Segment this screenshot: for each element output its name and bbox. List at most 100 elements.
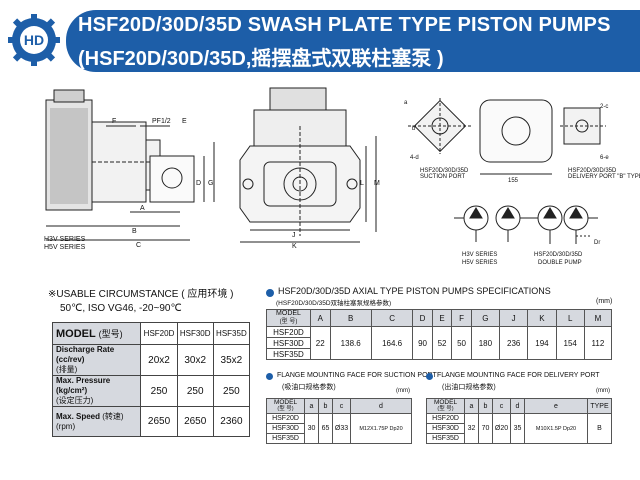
dim-label-c: C xyxy=(136,242,142,249)
usage-line1: ※USABLE CIRCUMSTANCE ( 应用环境 ) xyxy=(48,289,234,300)
delivery-unit: (mm) xyxy=(596,388,610,394)
delivery-model-hsf20d: HSF20D xyxy=(426,413,465,424)
title-band xyxy=(66,10,640,72)
suction-model-hsf30d: HSF30D xyxy=(266,423,305,434)
flange-label-a: a xyxy=(404,100,408,106)
suction-val-c: Ø33 xyxy=(332,413,351,444)
suction-val-b: 65 xyxy=(318,413,333,444)
dim-label-g: G xyxy=(208,180,214,187)
company-logo-icon: HD xyxy=(8,14,60,66)
delivery-bullet-icon xyxy=(426,373,433,380)
suction-title-cn: (吸油口规格参数) xyxy=(282,384,336,391)
spec-col-j: J xyxy=(499,309,529,327)
spec-col-m: M xyxy=(583,309,613,327)
suction-col-b: b xyxy=(318,398,333,414)
model-table-head: MODEL (型号) xyxy=(51,322,142,345)
flange-label-b: b xyxy=(412,126,416,132)
delivery-val-c: Ø20 xyxy=(492,413,511,444)
dim-label-l: L xyxy=(360,180,364,187)
delivery-title: FLANGE MOUNTING FACE FOR DELIVERY PORT xyxy=(437,372,600,379)
delivery-val-b: 70 xyxy=(478,413,493,444)
spec-val-j: 236 xyxy=(499,326,529,360)
spec-val-d: 90 xyxy=(412,326,433,360)
spec-col-k: K xyxy=(527,309,557,327)
suction-col-d: d xyxy=(350,398,412,414)
spec-val-g: 180 xyxy=(470,326,501,360)
dim-label-j: J xyxy=(292,232,296,239)
discharge-hsf35d: 35x2 xyxy=(212,344,251,376)
usage-line2: 50℃, ISO VG46, -20~90℃ xyxy=(60,303,182,314)
delivery-col-b: b xyxy=(478,398,493,414)
spec-val-m: 112 xyxy=(583,326,613,360)
spec-subtitle: (HSF20D/30D/35D双轴柱塞泵规格参数) xyxy=(276,300,392,307)
circuit-model-label: HSF20D/30D/35D xyxy=(534,252,583,258)
speed-hsf35d: 2360 xyxy=(212,406,251,437)
delivery-port-label: HSF20D/30D/35D DELIVERY PORT "B" TYPE xyxy=(568,168,640,180)
delivery-flange-table: MODEL(型 号) a b c d e TYPE HSF20D 32 70 Ø… xyxy=(426,398,612,444)
spec-col-f: F xyxy=(451,309,472,327)
circuit-h5v-label: H5V SERIES xyxy=(462,260,498,266)
suction-model-head: MODEL(型 号) xyxy=(266,398,305,414)
dim-label-k: K xyxy=(292,243,297,250)
delivery-model-head: MODEL(型 号) xyxy=(426,398,465,414)
delivery-col-c: c xyxy=(492,398,511,414)
logo-text: HD xyxy=(24,32,44,48)
spec-col-b: B xyxy=(329,309,372,327)
dim-label-f: F xyxy=(112,118,117,125)
suction-val-d: M12X1.75P Dp20 xyxy=(350,413,412,444)
speed-hsf30d: 2650 xyxy=(176,406,214,437)
page-title: HSF20D/30D/35D SWASH PLATE TYPE PISTON P… xyxy=(78,14,611,36)
row-max-pressure: Max. Pressure (kg/cm²)(设定压力) xyxy=(51,375,142,407)
spec-unit: (mm) xyxy=(596,298,613,305)
suction-val-a: 30 xyxy=(304,413,319,444)
spec-model-hsf20d: HSF20D xyxy=(266,326,311,338)
delivery-col-d: d xyxy=(510,398,525,414)
spec-val-c: 164.6 xyxy=(370,326,414,360)
circuit-dr-label: Dr xyxy=(594,240,601,246)
dim-label-e: E xyxy=(182,118,187,125)
spec-model-hsf35d: HSF35D xyxy=(266,348,311,360)
dim-label-a: A xyxy=(140,205,145,212)
delivery-col-e: e xyxy=(524,398,588,414)
spec-col-d: D xyxy=(412,309,433,327)
spec-val-f: 50 xyxy=(451,326,472,360)
delivery-val-a: 32 xyxy=(464,413,479,444)
spec-col-c: C xyxy=(370,309,414,327)
delivery-col-type: TYPE xyxy=(587,398,612,414)
speed-hsf20d: 2650 xyxy=(140,406,178,437)
spec-val-k: 194 xyxy=(527,326,557,360)
suction-title: FLANGE MOUNTING FACE FOR SUCTION PORT xyxy=(277,372,437,379)
spec-bullet-icon xyxy=(266,289,274,297)
front-view-drawing xyxy=(239,87,377,243)
spec-model-hsf30d: HSF30D xyxy=(266,337,311,349)
spec-val-l: 154 xyxy=(555,326,585,360)
delivery-title-cn: (出油口规格参数) xyxy=(442,384,496,391)
model-col-hsf30d: HSF30D xyxy=(176,322,214,345)
row-max-speed: Max. Speed (转速) (rpm) xyxy=(51,406,142,437)
pressure-hsf30d: 250 xyxy=(176,375,214,407)
spec-title: HSF20D/30D/35D AXIAL TYPE PISTON PUMPS S… xyxy=(278,286,551,296)
suction-model-hsf35d: HSF35D xyxy=(266,433,305,444)
spec-val-a: 22 xyxy=(310,326,331,360)
discharge-hsf20d: 20x2 xyxy=(140,344,178,376)
side-h3v-label: H3V SERIES xyxy=(44,236,86,243)
suction-col-a: a xyxy=(304,398,319,414)
flange-label-4d: 4-d xyxy=(410,155,419,161)
usable-circumstance: ※USABLE CIRCUMSTANCE ( 应用环境 ) 50℃, ISO V… xyxy=(48,288,233,316)
header: HD HSF20D/30D/35D SWASH PLATE TYPE PISTO… xyxy=(0,0,640,78)
spec-val-e: 52 xyxy=(431,326,453,360)
delivery-val-d: 35 xyxy=(510,413,525,444)
flange-label-6e: 6-e xyxy=(600,155,609,161)
spec-col-g: G xyxy=(470,309,501,327)
circuit-h3v-label: H3V SERIES xyxy=(462,252,498,258)
flange-drawing xyxy=(408,98,606,175)
hydraulic-circuit-drawing xyxy=(454,205,598,244)
dim-label-m: M xyxy=(374,180,380,187)
suction-bullet-icon xyxy=(266,373,273,380)
delivery-val-type: B xyxy=(587,413,612,444)
suction-col-c: c xyxy=(332,398,351,414)
discharge-hsf30d: 30x2 xyxy=(176,344,214,376)
suction-flange-table: MODEL(型 号) a b c d HSF20D 30 65 Ø33 M12X… xyxy=(266,398,412,444)
delivery-col-a: a xyxy=(464,398,479,414)
flange-dim-155: 155 xyxy=(508,178,519,184)
